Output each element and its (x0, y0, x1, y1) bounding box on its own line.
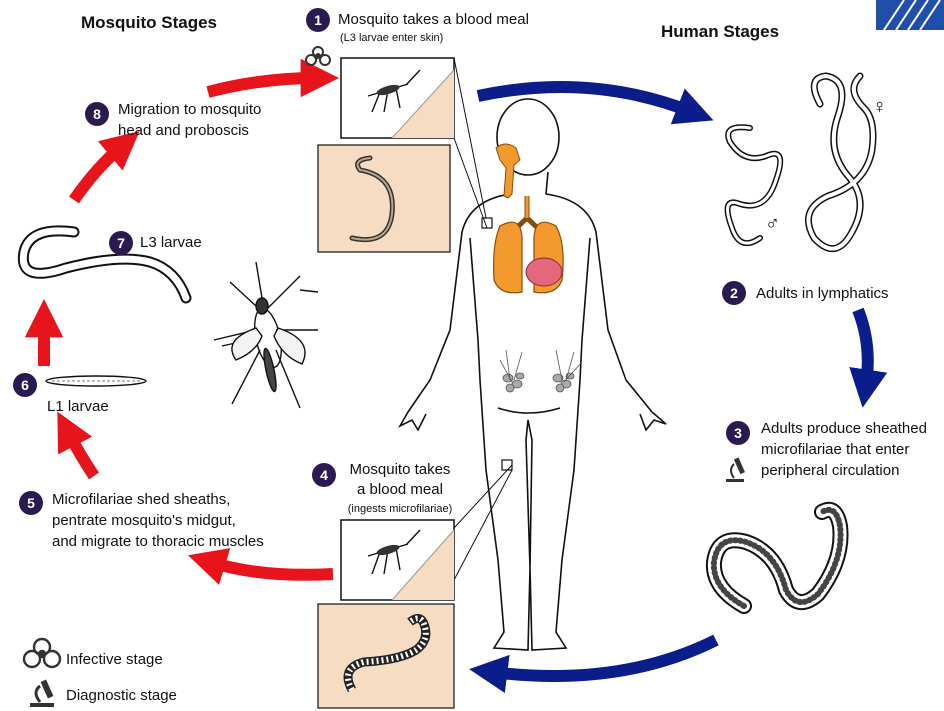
step-5-label-line2: pentrate mosquito's midgut, (52, 511, 236, 530)
human-stages-heading: Human Stages (661, 22, 779, 42)
step-7-badge: 7 (109, 231, 133, 255)
microscope-icon-legend (30, 680, 54, 707)
biohazard-icon-legend (24, 639, 60, 667)
step-7-label: L3 larvae (140, 233, 202, 252)
step-4-label-line1: Mosquito takes (330, 460, 470, 479)
male-symbol: ♂ (765, 215, 780, 234)
step-8-label-line2: head and proboscis (118, 121, 249, 140)
step-8-label-line1: Migration to mosquito (118, 100, 261, 119)
lymph-nodes (500, 350, 582, 392)
corner-logo (876, 0, 944, 30)
arrow-3-to-4 (492, 640, 716, 676)
step-1-label: Mosquito takes a blood meal (338, 10, 529, 29)
skin-site-lower (502, 460, 512, 470)
arrow-2-to-3 (858, 310, 868, 385)
microscope-icon-step3 (726, 457, 745, 482)
step-1-sublabel: (L3 larvae enter skin) (340, 31, 443, 45)
step-5-label-line1: Microfilariae shed sheaths, (52, 490, 230, 509)
step-2-badge: 2 (722, 281, 746, 305)
step-8-badge: 8 (85, 102, 109, 126)
legend-diagnostic-label: Diagnostic stage (66, 686, 177, 705)
step-2-label: Adults in lymphatics (756, 284, 889, 303)
inset-bite-microfilaria (318, 520, 454, 708)
step-5-label-line3: and migrate to thoracic muscles (52, 532, 264, 551)
step-3-label-line3: peripheral circulation (761, 461, 899, 480)
inset-bite-l3 (318, 58, 454, 252)
arrow-8-to-1 (208, 78, 316, 92)
sheathed-microfilaria (714, 510, 841, 606)
step-3-label-line2: microfilariae that enter (761, 440, 909, 459)
arrow-5-to-6 (68, 432, 94, 476)
step-6-badge: 6 (13, 373, 37, 397)
step-3-label-line1: Adults produce sheathed (761, 419, 927, 438)
adult-worms (728, 76, 874, 249)
mosquito-stages-heading: Mosquito Stages (81, 13, 217, 33)
step-4-label-line2: a blood meal (330, 480, 470, 499)
step-5-badge: 5 (19, 491, 43, 515)
arrow-7-to-8 (74, 146, 122, 200)
step-6-label: L1 larvae (47, 397, 109, 416)
respiratory-organs (494, 144, 564, 293)
l1-larva (46, 376, 146, 386)
arrow-4-to-5 (210, 562, 333, 575)
female-symbol: ♀ (872, 98, 887, 117)
arrow-1-to-2 (478, 87, 692, 112)
heart (526, 258, 562, 286)
biohazard-icon-step1 (306, 47, 330, 65)
mosquito-illustration (214, 262, 318, 408)
legend-infective-label: Infective stage (66, 650, 163, 669)
step-1-badge: 1 (306, 8, 330, 32)
step-3-badge: 3 (726, 421, 750, 445)
step-4-sublabel: (ingests microfilariae) (320, 502, 480, 516)
